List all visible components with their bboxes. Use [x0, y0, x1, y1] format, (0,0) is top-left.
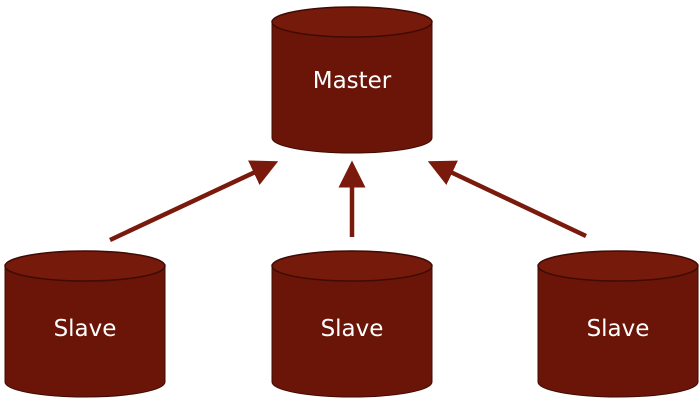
slave-left-cylinder-body	[4, 265, 166, 398]
slave-right-cylinder-top	[537, 250, 699, 282]
slave-left-cylinder-top	[4, 250, 166, 282]
slave-database-center: Slave	[271, 250, 433, 398]
slave-right-label: Slave	[587, 316, 650, 342]
slave-database-right: Slave	[537, 250, 699, 398]
slave-left-label: Slave	[54, 316, 117, 342]
replication-arrows	[109, 160, 587, 243]
master-label: Master	[313, 68, 392, 94]
master-cylinder-top	[271, 6, 433, 38]
master-cylinder-body	[271, 21, 433, 154]
arrow-right-to-master	[427, 160, 587, 239]
slave-right-cylinder-body	[537, 265, 699, 398]
arrow-left-to-master	[109, 160, 279, 243]
slave-database-left: Slave	[4, 250, 166, 398]
master-database: Master	[271, 6, 433, 154]
slave-center-cylinder-body	[271, 265, 433, 398]
slave-center-label: Slave	[321, 316, 384, 342]
slave-center-cylinder-top	[271, 250, 433, 282]
